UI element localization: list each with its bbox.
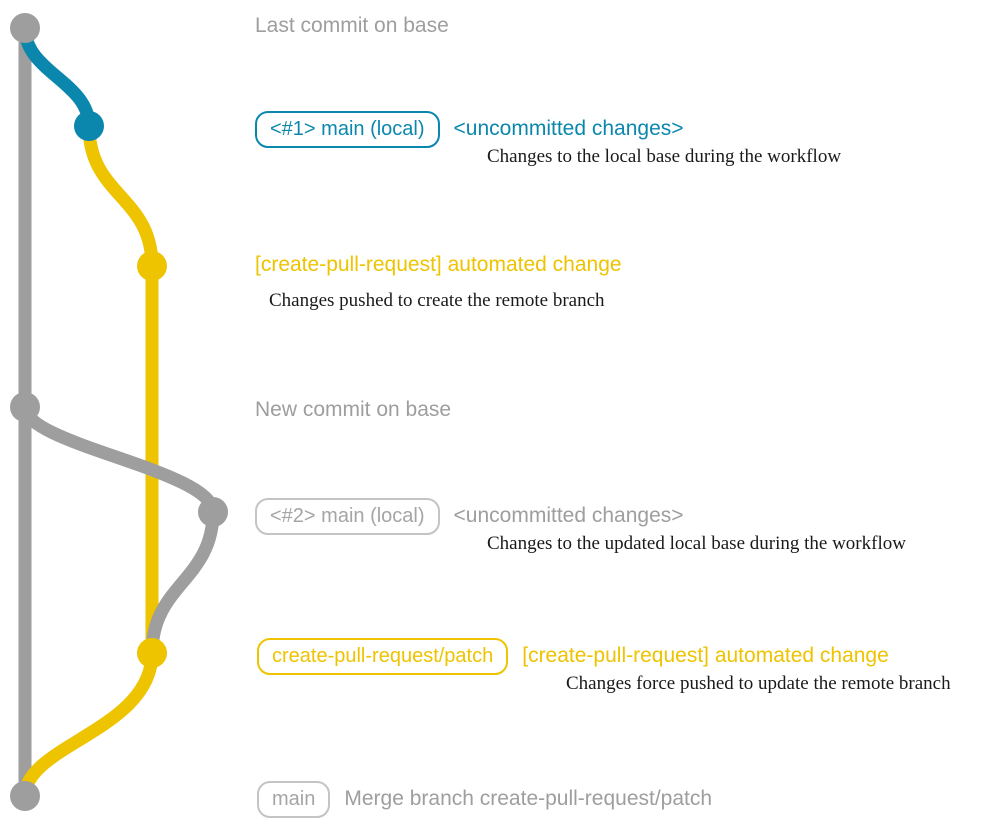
ref-label-main[interactable]: main [257,781,331,818]
commit-description: Changes to the updated local base during… [487,533,906,554]
node-local-commit-1 [74,111,104,141]
commit-description: Changes force pushed to update the remot… [566,673,951,694]
edge-patch2-to-merge [18,646,159,803]
commit-subject: <uncommitted changes> [453,117,684,140]
node-base-new [10,392,40,422]
commit-subject: [create-pull-request] automated change [522,644,889,667]
node-local-commit-2 [198,497,228,527]
commit-entry-merge-commit: main Merge branch create-pull-request/pa… [257,781,712,818]
commit-subject: Merge branch create-pull-request/patch [344,787,713,810]
ref-label-main-local-1[interactable]: <#1> main (local) [255,111,440,148]
edge-local1-to-patch1 [82,119,159,273]
commit-entry-local-commit-2: <#2> main (local) <uncommitted changes> [255,498,684,535]
commit-entry-local-commit-1: <#1> main (local) <uncommitted changes> [255,111,684,148]
node-merge-commit [10,781,40,811]
ref-label-create-pull-request-patch[interactable]: create-pull-request/patch [257,638,509,675]
commit-entry-last-commit-on-base: Last commit on base [255,14,449,38]
commit-subject: Last commit on base [255,14,449,37]
commit-entry-new-commit-on-base: New commit on base [255,398,451,422]
commit-description: Changes to the local base during the wor… [487,146,842,167]
commit-subject: [create-pull-request] automated change [255,253,622,276]
commit-subject: <uncommitted changes> [453,504,684,527]
edge-basenew-to-local2 [18,400,220,519]
commit-entry-patch-commit-2: create-pull-request/patch [create-pull-r… [257,638,889,675]
node-base-top [10,13,40,43]
node-patch-commit-1 [137,251,167,281]
commit-entry-patch-commit-1: [create-pull-request] automated change [255,253,622,277]
node-patch-commit-2 [137,638,167,668]
edge-local2-to-patch2 [145,505,220,660]
edge-base-to-local1 [18,21,96,133]
ref-label-main-local-2[interactable]: <#2> main (local) [255,498,440,535]
commit-subject: New commit on base [255,398,452,421]
commit-description: Changes pushed to create the remote bran… [269,290,605,311]
